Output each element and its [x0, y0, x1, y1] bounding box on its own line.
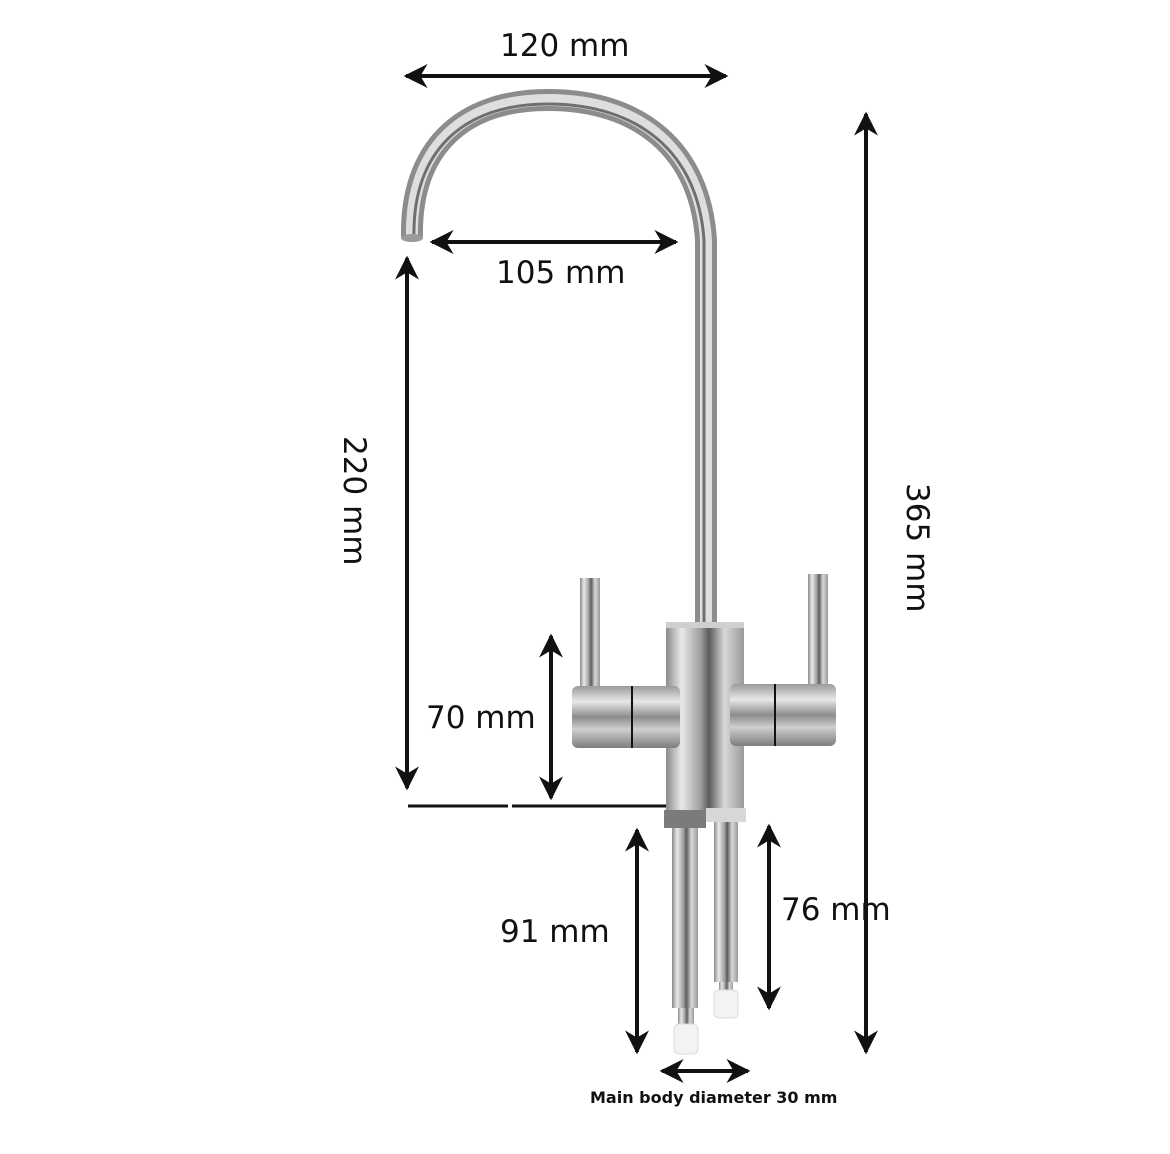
right-handle — [730, 574, 836, 746]
dim-label-70: 70 mm — [426, 700, 536, 736]
spout — [400, 88, 717, 625]
dim-label-105: 105 mm — [496, 255, 626, 291]
dim-label-91: 91 mm — [500, 914, 610, 950]
dim-label-120: 120 mm — [500, 28, 630, 64]
dim-label-220: 220 mm — [336, 436, 372, 566]
dimension-lines — [395, 64, 878, 1083]
dim-label-365: 365 mm — [899, 483, 935, 613]
dim-label-76: 76 mm — [781, 892, 891, 928]
body-diameter-caption: Main body diameter 30 mm — [590, 1088, 838, 1107]
left-handle — [572, 578, 680, 748]
inlet-pipes — [664, 808, 746, 1055]
